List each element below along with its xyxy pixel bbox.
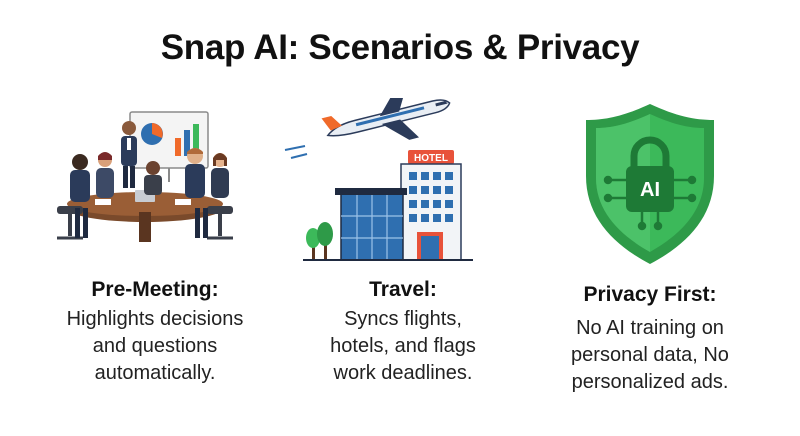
page-title: Snap AI: Scenarios & Privacy: [160, 28, 640, 67]
scenario-description: No AI training on personal data, No pers…: [530, 315, 770, 396]
description-line: No AI training on: [576, 317, 724, 339]
scenario-description: Highlights decisions and questions autom…: [35, 306, 275, 387]
scenario-heading: Privacy First:: [583, 283, 717, 306]
description-line: personal data, No: [571, 344, 729, 366]
description-line: Highlights decisions: [66, 308, 244, 330]
scenario-travel: HOTEL Travel: Syncs flights, hotels, and…: [283, 0, 523, 436]
privacy-shield-icon: AI: [586, 104, 714, 264]
description-line: work deadlines.: [333, 362, 473, 384]
hotel-sign-text: HOTEL: [414, 153, 448, 164]
scenario-description: Syncs flights, hotels, and flags work de…: [283, 306, 523, 387]
description-line: and questions: [92, 335, 218, 357]
description-line: hotels, and flags: [330, 335, 476, 357]
travel-illustration-icon: HOTEL: [284, 98, 473, 261]
scenario-heading: Travel:: [369, 278, 437, 301]
description-line: Syncs flights,: [344, 308, 462, 330]
ai-badge-text: AI: [640, 179, 660, 201]
scenario-heading: Pre-Meeting:: [91, 278, 219, 301]
description-line: personalized ads.: [571, 371, 729, 393]
scenario-pre-meeting: Pre-Meeting: Highlights decisions and qu…: [35, 0, 275, 436]
scenario-privacy: AI Privacy First: No AI training on pers…: [530, 0, 770, 436]
description-line: automatically.: [94, 362, 216, 384]
meeting-illustration-icon: [57, 111, 233, 242]
